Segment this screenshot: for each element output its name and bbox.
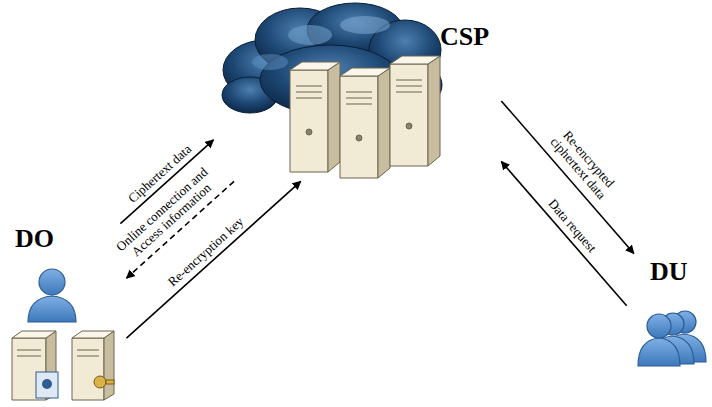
edge-label: Re-encryption key xyxy=(166,214,247,289)
node-box: DO xyxy=(5,225,125,402)
node-label: DO xyxy=(15,225,54,254)
edge-label: Re-encrypted ciphertext data xyxy=(538,115,628,212)
node-label: DU xyxy=(650,258,688,287)
node-box: DU xyxy=(628,255,708,372)
node-box: CSP xyxy=(215,5,500,180)
person-icon xyxy=(28,269,76,322)
owner-server-icon xyxy=(12,331,114,400)
users-icon xyxy=(638,311,706,366)
key-icon xyxy=(94,376,114,388)
arrow-connector xyxy=(126,181,300,338)
server-icon xyxy=(290,56,440,178)
node-label: CSP xyxy=(440,23,489,52)
edge-label: Data request xyxy=(545,197,599,256)
